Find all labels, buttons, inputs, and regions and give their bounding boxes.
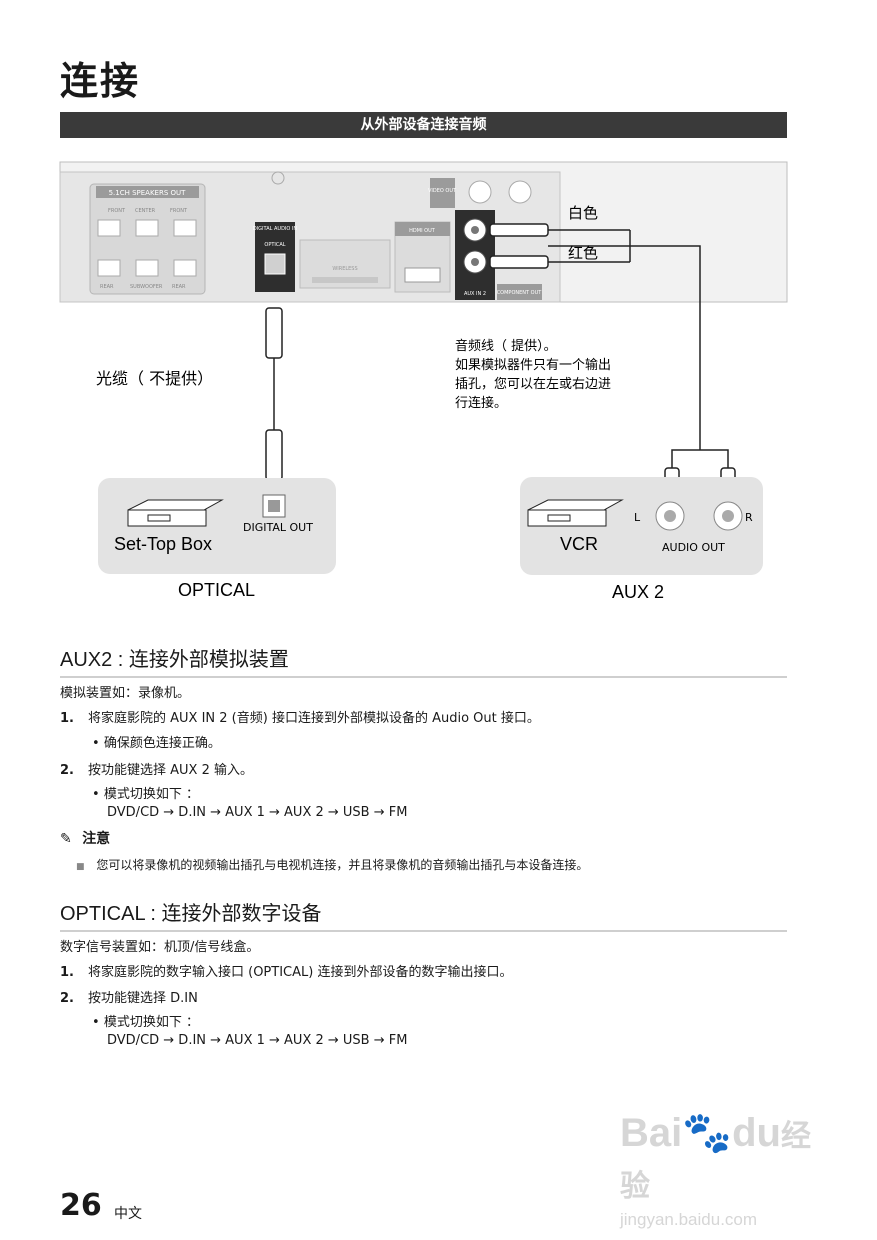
hdmi-out-label: HDMI OUT	[409, 228, 436, 234]
step-number: 2.	[60, 763, 74, 778]
video-out-label: VIDEO OUT	[428, 188, 457, 194]
wireless-label: WIRELESS	[332, 266, 357, 272]
aux2-note-text-row: ■ 您可以将录像机的视频输出插孔与电视机连接，并且将录像机的音频输出插孔与本设备…	[76, 856, 588, 873]
aux2-step2: 2. 按功能键选择 AUX 2 输入。	[60, 762, 253, 780]
aux2-step1: 1. 将家庭影院的 AUX IN 2 (音频) 接口连接到外部模拟设备的 Audi…	[60, 710, 540, 728]
optical-mode-sequence: DVD/CD → D.IN → AUX 1 → AUX 2 → USB → FM	[107, 1033, 408, 1048]
optical-step1: 1. 将家庭影院的数字输入接口 (OPTICAL) 连接到外部设备的数字输出接口。	[60, 964, 512, 982]
optical-cable	[265, 307, 283, 481]
aux-in-2-label: AUX IN 2	[464, 291, 486, 297]
bullet-text: 模式切换如下 ：	[103, 787, 199, 802]
vcr-device	[520, 477, 763, 575]
audio-cable-note-1: 音频线（ 提供）。	[455, 338, 557, 354]
aux2-note-title-row: ✎ 注意	[60, 828, 110, 848]
step-number: 1.	[60, 965, 74, 980]
component-out-label: COMPONENT OUT	[497, 290, 543, 296]
page-title: 连接	[60, 59, 141, 103]
step-text: 将家庭影院的 AUX IN 2 (音频) 接口连接到外部模拟设备的 Audio …	[88, 711, 540, 726]
paw-icon: 🐾	[682, 1111, 733, 1155]
watermark-brand2: du	[732, 1111, 781, 1155]
aux2-heading: AUX2 : 连接外部模拟装置	[60, 643, 787, 678]
step-text: 将家庭影院的数字输入接口 (OPTICAL) 连接到外部设备的数字输出接口。	[88, 965, 513, 980]
audio-cable-note-3: 插孔，您可以在左或右边进	[455, 376, 611, 392]
digital-out-label: DIGITAL OUT	[243, 521, 313, 534]
baidu-watermark: Bai🐾du经验 jingyan.baidu.com	[620, 1110, 830, 1229]
watermark-url: jingyan.baidu.com	[620, 1210, 758, 1229]
section-bar: 从外部设备连接音频	[60, 112, 787, 138]
watermark-logo: Bai🐾du经验	[620, 1110, 830, 1210]
center-label: CENTER	[135, 208, 156, 214]
step-text: 按功能键选择 AUX 2 输入。	[88, 763, 253, 778]
page-language: 中文	[114, 1206, 142, 1222]
white-label: 白色	[568, 204, 598, 222]
aux2-step1-bullet: • 确保颜色连接正确。	[92, 736, 221, 751]
optical-cable-label: 光缆（ 不提供）	[96, 369, 213, 388]
aux2-step2-bullet: • 模式切换如下 ：	[92, 787, 199, 802]
settop-box-device	[98, 478, 336, 574]
bullet-text: 确保颜色连接正确。	[103, 736, 221, 751]
note-text: 您可以将录像机的视频输出插孔与电视机连接，并且将录像机的音频输出插孔与本设备连接…	[96, 858, 589, 872]
optical-step2: 2. 按功能键选择 D.IN	[60, 990, 198, 1008]
audio-cable-note-2: 如果模拟器件只有一个输出	[455, 357, 611, 373]
pencil-icon: ✎	[60, 831, 72, 847]
watermark-brand: Bai	[620, 1111, 683, 1155]
audio-out-label: AUDIO OUT	[662, 541, 725, 554]
optical-heading: OPTICAL : 连接外部数字设备	[60, 897, 787, 932]
optical-port-label: OPTICAL	[264, 242, 285, 248]
bullet-text: 模式切换如下 ：	[103, 1015, 199, 1030]
aux2-intro: 模拟装置如：录像机。	[60, 686, 191, 701]
step-number: 2.	[60, 991, 74, 1006]
digital-audio-in-label: DIGITAL AUDIO IN	[253, 226, 298, 232]
settop-box-label: Set-Top Box	[114, 534, 212, 554]
rear-l-label: REAR	[100, 284, 114, 290]
aux2-mode-sequence: DVD/CD → D.IN → AUX 1 → AUX 2 → USB → FM	[107, 805, 408, 820]
front-r-label: FRONT	[170, 208, 188, 214]
note-title: 注意	[82, 831, 111, 847]
home-theater-back-panel: 5.1CH SPEAKERS OUT FRONT CENTER FRONT RE…	[59, 161, 788, 303]
rear-r-label: REAR	[172, 284, 186, 290]
subwoofer-label: SUBWOOFER	[130, 284, 163, 290]
audio-cable-note-4: 行连接。	[455, 395, 507, 411]
vcr-label: VCR	[560, 534, 598, 554]
r-label: R	[745, 511, 753, 524]
step-number: 1.	[60, 711, 74, 726]
caption-aux2: AUX 2	[612, 582, 664, 602]
connection-diagram: 5.1CH SPEAKERS OUT FRONT CENTER FRONT RE…	[59, 161, 788, 602]
speakers-out-label: 5.1CH SPEAKERS OUT	[109, 189, 187, 197]
red-label: 红色	[568, 244, 598, 262]
step-text: 按功能键选择 D.IN	[88, 991, 198, 1006]
page-number: 26	[60, 1188, 102, 1223]
optical-intro: 数字信号装置如：机顶/信号线盒。	[60, 940, 260, 955]
caption-optical: OPTICAL	[178, 580, 255, 600]
front-l-label: FRONT	[108, 208, 126, 214]
optical-step2-bullet: • 模式切换如下 ：	[92, 1015, 199, 1030]
l-label: L	[634, 511, 641, 524]
square-bullet-icon: ■	[76, 862, 85, 872]
watermark-suffix: 经验	[620, 1120, 811, 1203]
